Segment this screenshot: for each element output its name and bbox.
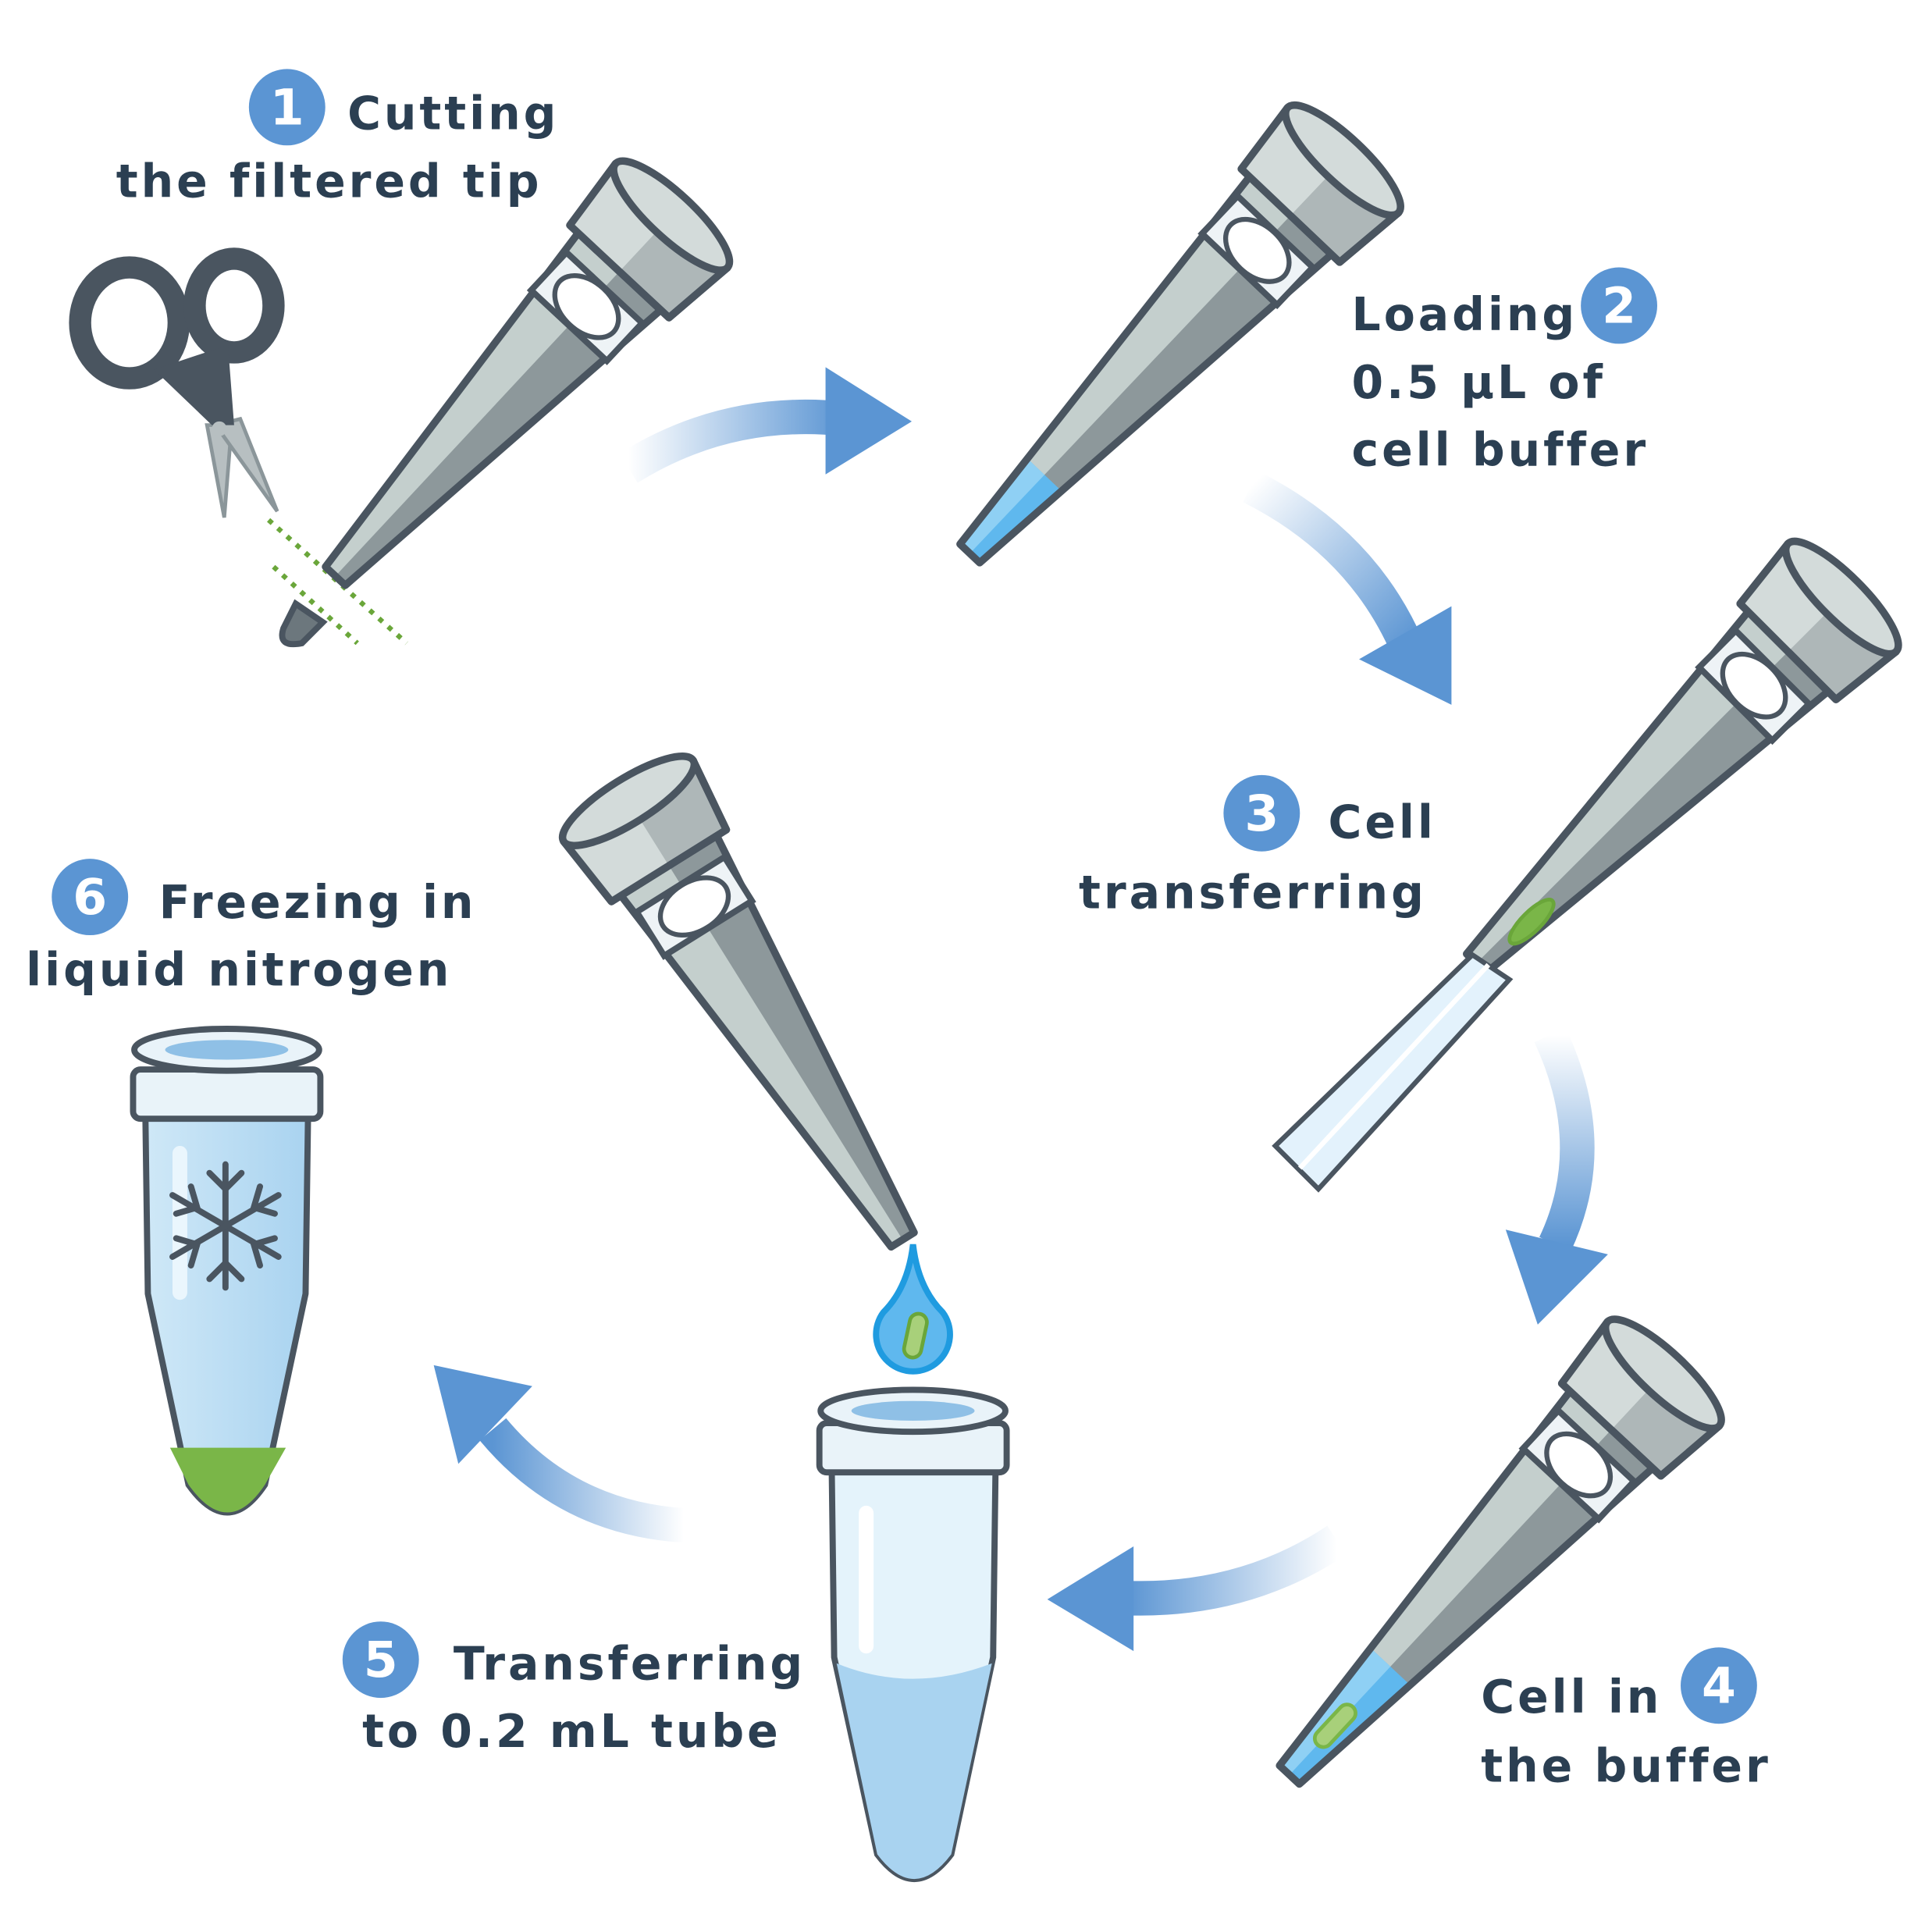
step-title: Freezing in: [159, 876, 477, 929]
step-title: 0.5 µL of: [1352, 356, 1606, 409]
step-number: 3: [1244, 785, 1279, 842]
step-title: Transferring: [454, 1637, 806, 1690]
step-title: liquid nitrogen: [26, 944, 452, 997]
step-title: Loading: [1352, 288, 1578, 341]
pipette-tip-cut: [322, 157, 734, 589]
cell-icon: [1507, 898, 1556, 946]
step-number: 5: [364, 1631, 398, 1688]
step-number: 6: [73, 868, 107, 926]
open-tip-extension: [1272, 898, 1556, 1193]
cell-icon: [902, 1311, 929, 1360]
step-2-label: 2 Loading 0.5 µL of cell buffer: [1352, 267, 1658, 477]
step-title: Cell: [1329, 795, 1436, 849]
step-title: transferring: [1079, 866, 1427, 919]
arrow-5-to-6: [433, 1364, 685, 1543]
step-number-badge: [342, 1621, 419, 1699]
step-title: to 0.2 mL tube: [362, 1705, 781, 1758]
step-title: the filtered tip: [116, 155, 543, 208]
tube-frozen: [130, 1026, 324, 1516]
step-number: 1: [270, 78, 304, 136]
arrow-2-to-3: [1243, 471, 1452, 705]
pipette-tip-with-cell: [1276, 1315, 1725, 1788]
step-number-badge: [52, 859, 129, 936]
step-6-label: 6 Freezing in liquid nitrogen: [26, 859, 477, 997]
snowflake-icon: [169, 1161, 282, 1291]
droplet-icon: [873, 1244, 953, 1375]
pipette-tip-loaded: [956, 101, 1404, 567]
arrow-4-to-5: [1047, 1525, 1347, 1652]
step-number-badge: [1581, 267, 1658, 344]
arrow-3-to-4: [1505, 1027, 1608, 1325]
tube-0-2ml: [816, 1386, 1010, 1883]
arrow-1-to-2: [619, 367, 913, 483]
step-number: 4: [1702, 1656, 1736, 1714]
scissors-icon: [69, 247, 285, 518]
step-number-badge: [248, 69, 326, 146]
cell-icon: [1312, 1703, 1357, 1749]
step-1-label: 1 Cutting the filtered tip: [116, 69, 559, 208]
pipette-tip-dispensing: [558, 753, 918, 1251]
pipette-tip-transfer: [1462, 537, 1902, 977]
step-title: cell buffer: [1352, 424, 1649, 477]
step-number: 2: [1602, 277, 1636, 335]
step-title: Cutting: [347, 87, 559, 141]
step-3-label: 3 Cell transferring: [1079, 774, 1436, 919]
step-title: the buffer: [1481, 1739, 1770, 1792]
step-number-badge: [1680, 1647, 1757, 1724]
step-number-badge: [1223, 774, 1300, 852]
cut-tip-piece: [279, 599, 328, 648]
step-4-label: 4 Cell in the buffer: [1481, 1647, 1770, 1792]
step-title: Cell in: [1481, 1670, 1662, 1724]
step-5-label: 5 Transferring to 0.2 mL tube: [342, 1621, 806, 1758]
